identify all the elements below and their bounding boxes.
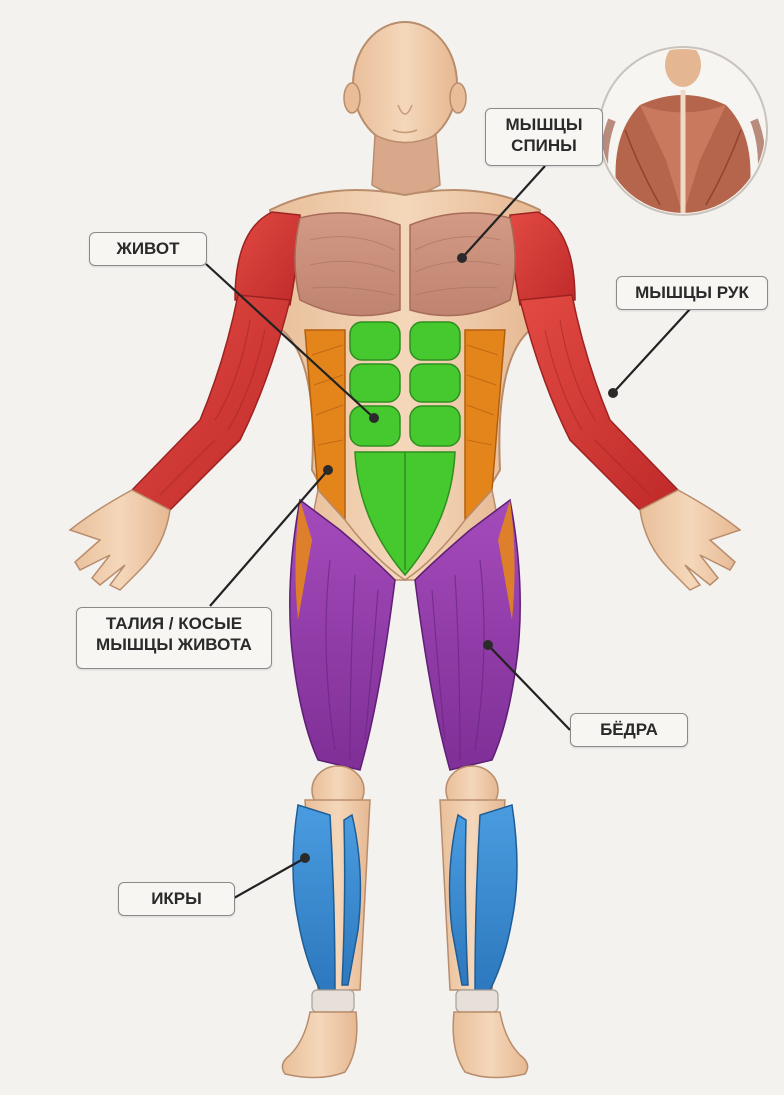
label-thighs: БЁДРА bbox=[570, 713, 688, 747]
label-arms-text: МЫШЦЫ РУК bbox=[627, 282, 757, 303]
right-arm bbox=[520, 295, 678, 510]
right-pec bbox=[410, 213, 515, 316]
label-belly: ЖИВОТ bbox=[89, 232, 207, 266]
label-waist-line2: МЫШЦЫ ЖИВОТА bbox=[87, 634, 261, 655]
left-deltoid bbox=[235, 212, 300, 305]
label-belly-text: ЖИВОТ bbox=[100, 238, 196, 259]
right-calf bbox=[475, 805, 517, 990]
left-foot bbox=[282, 1012, 356, 1078]
label-back-muscles: МЫШЦЫ СПИНЫ bbox=[485, 108, 603, 166]
label-calves: ИКРЫ bbox=[118, 882, 235, 916]
label-back-line2: СПИНЫ bbox=[496, 135, 592, 156]
left-hand bbox=[70, 490, 170, 590]
right-hand bbox=[640, 490, 740, 590]
label-waist-line1: ТАЛИЯ / КОСЫЕ bbox=[87, 613, 261, 634]
left-pec bbox=[295, 213, 400, 316]
label-back-line1: МЫШЦЫ bbox=[496, 114, 592, 135]
back-muscles-inset bbox=[599, 43, 767, 215]
neck bbox=[372, 135, 440, 195]
right-foot bbox=[453, 1012, 527, 1078]
left-calf bbox=[293, 805, 335, 990]
label-calves-text: ИКРЫ bbox=[129, 888, 224, 909]
label-arm-muscles: МЫШЦЫ РУК bbox=[616, 276, 768, 310]
label-waist-obliques: ТАЛИЯ / КОСЫЕ МЫШЦЫ ЖИВОТА bbox=[76, 607, 272, 669]
right-deltoid bbox=[510, 212, 575, 305]
left-oblique bbox=[305, 330, 345, 520]
label-thighs-text: БЁДРА bbox=[581, 719, 677, 740]
head bbox=[344, 22, 466, 146]
left-arm bbox=[132, 295, 290, 510]
